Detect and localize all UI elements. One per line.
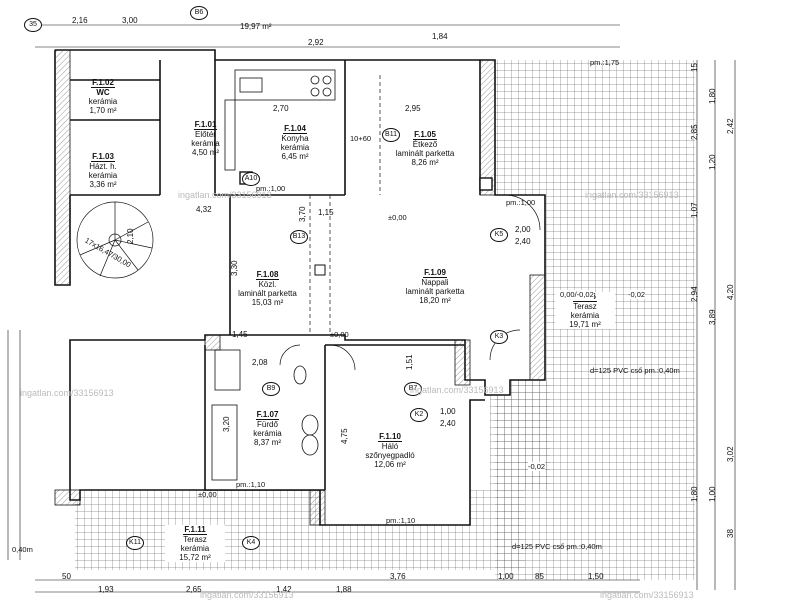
interior-dim: 3,70 [298, 206, 307, 222]
tag-b6: B6 [190, 6, 208, 20]
bottom-dim: 1,88 [336, 585, 352, 594]
left-level-note: 0,40m [12, 545, 33, 554]
interior-dim: 1,51 [405, 354, 414, 370]
tag-a10: A10 [242, 172, 260, 186]
interior-dim: 1,45 [232, 330, 248, 339]
level-terrace: 0,00/-0,02 [560, 290, 594, 299]
window-sill-note: pm.:1,75 [590, 58, 620, 67]
right-dim: 1,07 [690, 202, 699, 218]
top-dim: 3,00 [122, 16, 138, 25]
interior-dim: 2,10 [126, 228, 135, 244]
watermark: ingatlan.com/33156913 [585, 190, 679, 200]
top-area: 19,97 m² [240, 22, 272, 31]
right-dim: 2,85 [690, 124, 699, 140]
interior-dim: 3,20 [222, 416, 231, 432]
right-dim: 1,80 [690, 486, 699, 502]
room-label-wc: F.1.02 WC kerámia 1,70 m² [88, 78, 118, 115]
right-dim: 3,89 [708, 309, 717, 325]
level-minus-east: -0,02 [628, 290, 646, 299]
tag-k5: K5 [490, 228, 508, 242]
kitchen-fittings [224, 69, 336, 171]
bottom-dim: 1,50 [588, 572, 604, 581]
interior-dim: 3,30 [230, 260, 239, 276]
right-dim: 1,80 [708, 88, 717, 104]
room-label-kozl: F.1.08 Közl. laminált parketta 15,03 m² [238, 270, 297, 307]
bottom-dim: 85 [535, 572, 544, 581]
level-bath: ±0,00 [198, 490, 217, 499]
top-dim: 2,92 [308, 38, 324, 47]
right-dim: 2,42 [726, 118, 735, 134]
window-sill-note: pm.:1,00 [506, 198, 536, 207]
right-dim: 2,94 [690, 286, 699, 302]
tag-k4: K4 [242, 536, 260, 550]
tag-k11: K11 [126, 536, 144, 550]
spiral-stair [76, 201, 154, 279]
watermark: ingatlan.com/33156913 [410, 385, 504, 395]
interior-dim: 1,15 [318, 208, 334, 217]
level-living: ±0,00 [388, 213, 407, 222]
room-label-konyha: F.1.04 Konyha kerámia 6,45 m² [280, 124, 310, 161]
watermark: ingatlan.com/33156913 [600, 590, 694, 600]
beam-lines [309, 75, 381, 335]
right-dim: 1,20 [708, 154, 717, 170]
level-corridor: ±0,00 [330, 330, 349, 339]
interior-dim: 2,40 [515, 237, 531, 246]
interior-dim: 4,75 [340, 428, 349, 444]
right-dim: 15 [690, 63, 699, 72]
tag-k2: K2 [410, 408, 428, 422]
bottom-dim: 50 [62, 572, 71, 581]
interior-dim: 2,95 [405, 104, 421, 113]
level-minus-south: -0,02 [528, 462, 546, 471]
watermark: ingatlan.com/33156913 [20, 388, 114, 398]
room-label-hazt: F.1.03 Házt. h. kerámia 3,36 m² [88, 152, 118, 189]
tag-b9: B9 [262, 382, 280, 396]
dimension-lines [7, 24, 736, 593]
interior-dim: 2,40 [440, 419, 456, 428]
interior-dim: 1,00 [440, 407, 456, 416]
top-dim: 1,84 [432, 32, 448, 41]
room-label-furdo: F.1.07 Fürdő kerámia 8,37 m² [253, 410, 282, 447]
interior-dim: 2,08 [252, 358, 268, 367]
room-label-nappali: F.1.09 Nappali laminált parketta 18,20 m… [405, 268, 465, 305]
right-dim: 4,20 [726, 284, 735, 300]
room-label-terasz-south: F.1.11 Terasz kerámia 15,72 m² [165, 525, 225, 562]
top-dim: 2,16 [72, 16, 88, 25]
room-label-halo: F.1.10 Háló szőnyegpadló 12,06 m² [365, 432, 415, 469]
right-dim: 1,00 [708, 486, 717, 502]
interior-dim: 4,32 [196, 205, 212, 214]
window-sill-note: pm.:1,10 [386, 516, 416, 525]
right-dim: 38 [726, 529, 735, 538]
tag-k3: K3 [490, 330, 508, 344]
interior-dim: 2,70 [273, 104, 289, 113]
pvc-note-east: d=125 PVC cső pm.:0,40m [590, 366, 680, 375]
door-swings [279, 194, 541, 371]
tag-b13: B13 [290, 230, 308, 244]
bottom-dim: 3,76 [390, 572, 406, 581]
dim-note: 10+60 [350, 134, 372, 143]
right-dim: 3,02 [726, 446, 735, 462]
tag-b7: B7 [404, 382, 422, 396]
bottom-dim: 1,00 [498, 572, 514, 581]
window-sill-note: pm.:1,10 [236, 480, 266, 489]
terrace-east-inner [490, 380, 550, 490]
tag-b11: B11 [382, 128, 400, 142]
watermark: ingatlan.com/33156913 [178, 190, 272, 200]
watermark: ingatlan.com/33156913 [200, 590, 294, 600]
bottom-dim: 1,42 [276, 585, 292, 594]
room-label-etkezo: F.1.05 Étkező laminált parketta 8,26 m² [395, 130, 455, 167]
room-label-eloter: F.1.01 Előtér kerámia 4,50 m² [191, 120, 220, 157]
window-sill-note: pm.:1,00 [256, 184, 286, 193]
interior-dim: 2,00 [515, 225, 531, 234]
bathroom-fittings [211, 349, 319, 481]
walls [54, 49, 546, 526]
bottom-dim: 2,65 [186, 585, 202, 594]
corner-label: 35 [24, 18, 42, 32]
bottom-dim: 1,93 [98, 585, 114, 594]
pvc-note-south: d=125 PVC cső pm.:0,40m [512, 542, 602, 551]
